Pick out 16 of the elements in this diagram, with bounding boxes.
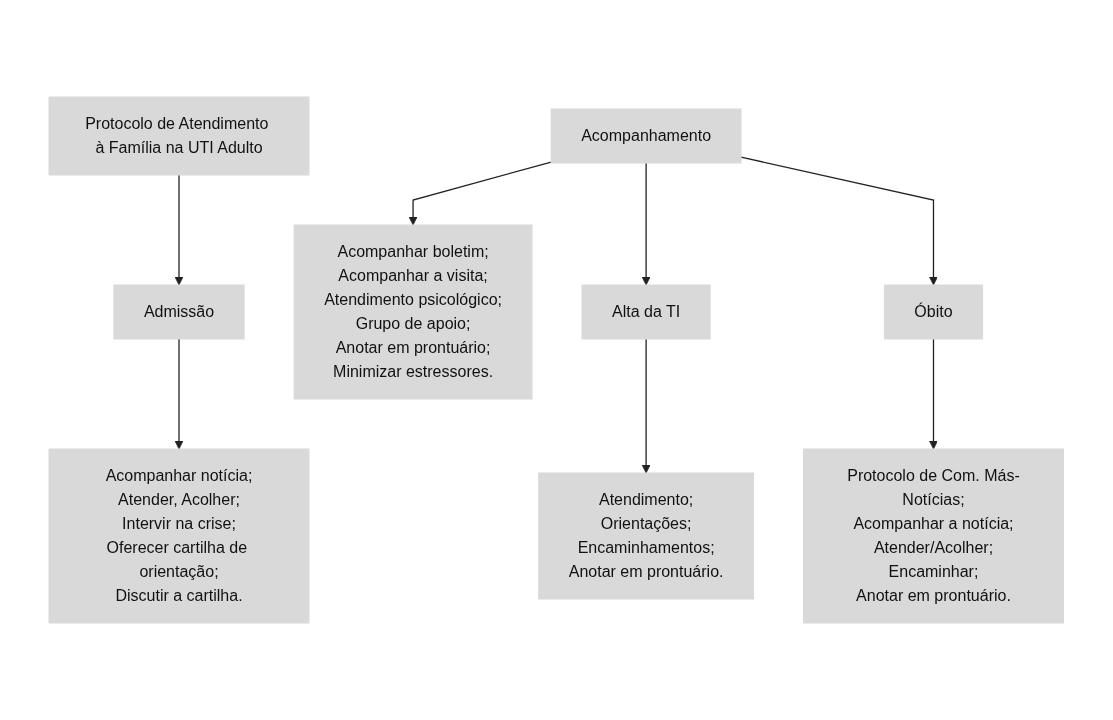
- node-box: Atendimento; Orientações; Encaminhamentos; Anotar em prontuário.: [538, 472, 755, 600]
- arrow: [174, 174, 184, 286]
- node-box: Óbito: [884, 284, 984, 340]
- node-box: Acompanhar notícia; Atender, Acolher; Intervir na crise; Oferecer cartilha de orientação; Discutir a cartilha.: [48, 448, 310, 624]
- node-box: Acompanhamento: [550, 108, 742, 164]
- node-box: Acompanhar boletim; Acompanhar a visita; Atendimento psicológico; Grupo de apoio; Anotar em prontuário; Minimizar estressores.: [293, 224, 533, 400]
- node-box: Admissão: [113, 284, 245, 340]
- arrow: [641, 162, 651, 286]
- node-box: Protocolo de Atendimento à Família na UTI Adulto: [48, 96, 310, 176]
- arrow: [740, 156, 939, 286]
- arrow: [408, 161, 553, 226]
- arrow: [641, 338, 651, 474]
- arrow: [174, 338, 184, 450]
- node-box: Protocolo de Com. Más-Notícias; Acompanhar a notícia; Atender/Acolher; Encaminhar; Anotar em prontuário.: [803, 448, 1065, 624]
- arrow: [929, 338, 939, 450]
- node-box: Alta da TI: [581, 284, 711, 340]
